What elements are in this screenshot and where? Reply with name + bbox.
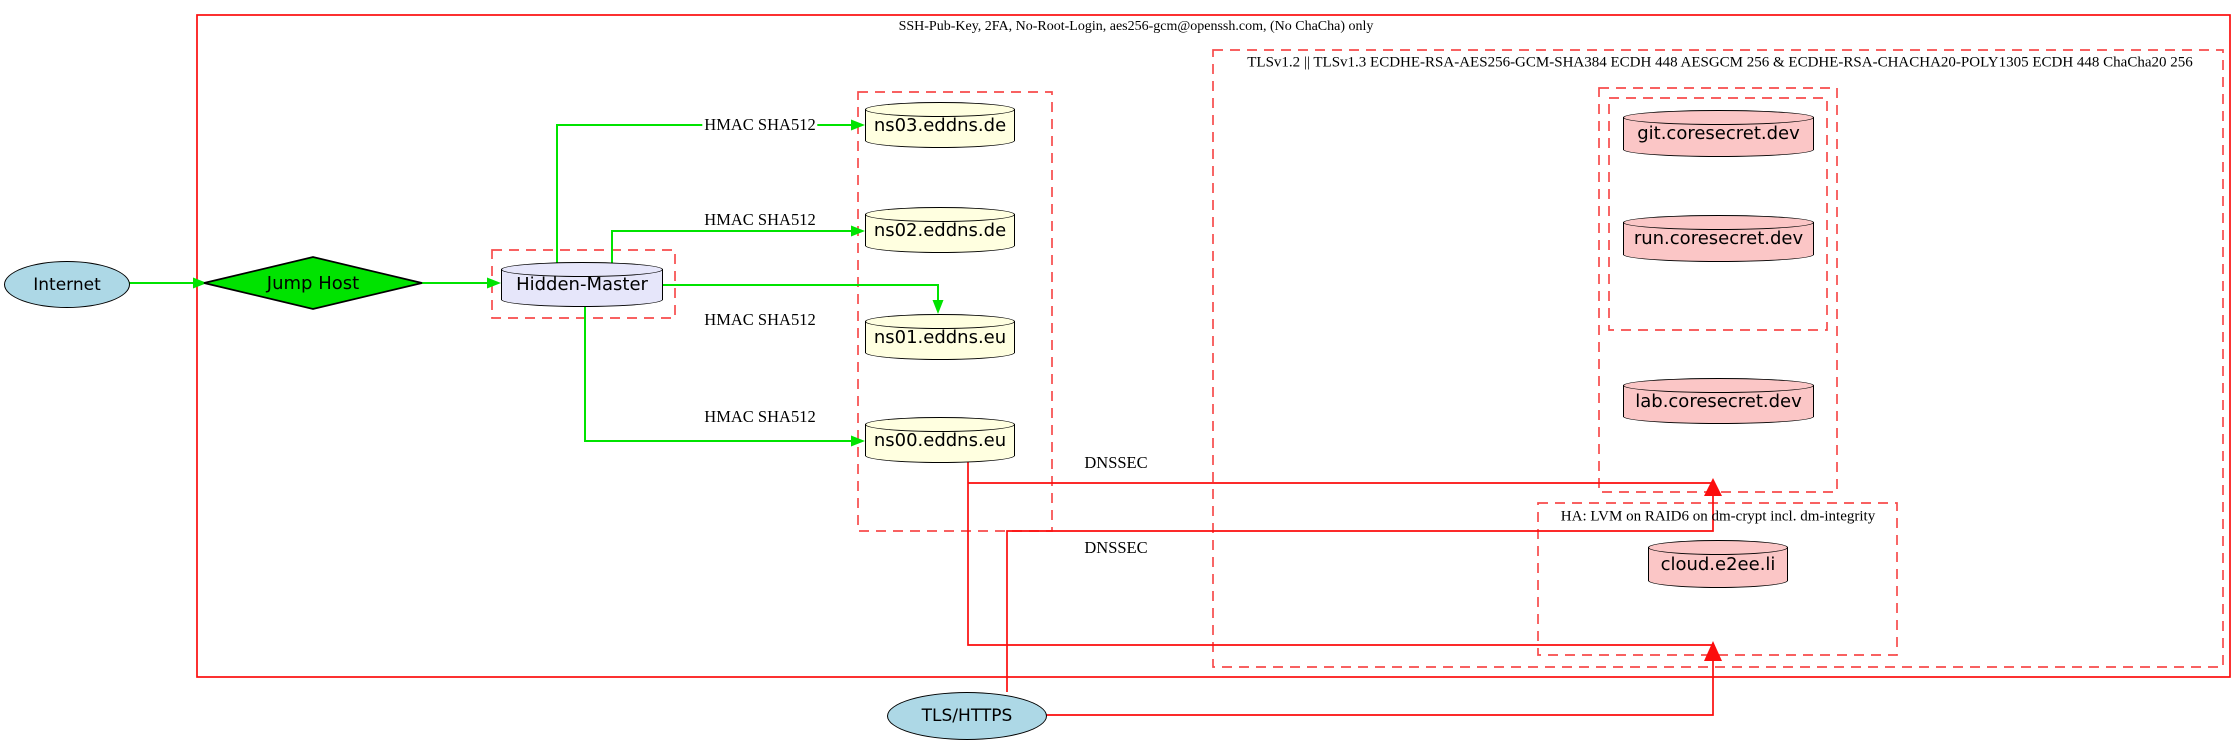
hidden-master-node: Hidden-Master bbox=[501, 262, 663, 307]
edge-label-dnssec-2: DNSSEC bbox=[1082, 537, 1150, 557]
jump-host-label: Jump Host bbox=[266, 273, 360, 294]
git-coresecret-node: git.coresecret.dev bbox=[1623, 110, 1814, 157]
ns03-label: ns03.eddns.de bbox=[873, 114, 1007, 136]
ns02-node: ns02.eddns.de bbox=[865, 207, 1015, 253]
internet-label: Internet bbox=[33, 274, 101, 295]
ns01-label: ns01.eddns.eu bbox=[873, 326, 1007, 348]
cloud-e2ee-node: cloud.e2ee.li bbox=[1648, 540, 1788, 588]
arrowhead-ns03 bbox=[851, 119, 865, 131]
arrowhead-jumphost bbox=[193, 277, 207, 289]
ssh-cluster-label: SSH-Pub-Key, 2FA, No-Root-Login, aes256-… bbox=[898, 19, 1374, 34]
run-coresecret-label: run.coresecret.dev bbox=[1633, 228, 1804, 249]
arrowhead-hiddenmaster bbox=[487, 277, 501, 289]
nameserver-cluster-border bbox=[857, 91, 1053, 532]
arrowhead-ha-cluster bbox=[1704, 641, 1722, 661]
edge-hiddenmaster-ns01 bbox=[663, 284, 939, 300]
run-coresecret-node: run.coresecret.dev bbox=[1623, 215, 1814, 262]
edge-label-dnssec-1: DNSSEC bbox=[1082, 452, 1150, 472]
edge-hiddenmaster-ns02 bbox=[611, 230, 851, 264]
ssh-cluster-border bbox=[196, 14, 2231, 678]
tls-cluster-border bbox=[1212, 49, 2224, 668]
ha-cluster-border bbox=[1537, 502, 1898, 656]
coresecret-outer-cluster-border bbox=[1598, 87, 1838, 493]
ns03-node: ns03.eddns.de bbox=[865, 102, 1015, 148]
arrowhead-ns00 bbox=[851, 435, 865, 447]
edge-label-hmac-ns00: HMAC SHA512 bbox=[702, 406, 818, 426]
coresecret-inner-cluster-border bbox=[1608, 97, 1828, 331]
ns00-label: ns00.eddns.eu bbox=[873, 429, 1007, 451]
edge-tlshttps-coresecret-cluster bbox=[1006, 496, 1714, 692]
edge-label-hmac-ns02: HMAC SHA512 bbox=[702, 209, 818, 229]
ha-cluster-label: HA: LVM on RAID6 on dm-crypt incl. dm-in… bbox=[1560, 508, 1876, 525]
edge-ns00-ha-cluster bbox=[967, 461, 1714, 661]
edge-label-hmac-ns01: HMAC SHA512 bbox=[702, 309, 818, 329]
ns01-node: ns01.eddns.eu bbox=[865, 314, 1015, 360]
ns00-node: ns00.eddns.eu bbox=[865, 417, 1015, 463]
hidden-master-label: Hidden-Master bbox=[516, 274, 648, 295]
edge-tlshttps-ha-cluster bbox=[1045, 661, 1714, 716]
git-coresecret-label: git.coresecret.dev bbox=[1637, 123, 1800, 144]
lab-coresecret-label: lab.coresecret.dev bbox=[1635, 390, 1802, 412]
arrowhead-ns01 bbox=[932, 300, 944, 314]
edge-hiddenmaster-ns00 bbox=[584, 306, 851, 442]
lab-coresecret-node: lab.coresecret.dev bbox=[1623, 378, 1814, 424]
jump-host-diamond bbox=[203, 256, 423, 310]
ns02-label: ns02.eddns.de bbox=[873, 219, 1007, 241]
arrowhead-ns02 bbox=[851, 225, 865, 237]
edge-ns00-coresecret-cluster bbox=[968, 482, 1714, 496]
edge-hiddenmaster-ns03 bbox=[556, 124, 851, 264]
cloud-e2ee-label: cloud.e2ee.li bbox=[1660, 553, 1776, 575]
edge-label-hmac-ns03: HMAC SHA512 bbox=[702, 114, 818, 134]
arrowhead-coresecret-cluster bbox=[1704, 478, 1722, 496]
tls-https-label: TLS/HTTPS bbox=[921, 706, 1013, 726]
tls-cluster-label: TLSv1.2 || TLSv1.3 ECDHE-RSA-AES256-GCM-… bbox=[1247, 54, 2193, 71]
internet-node: Internet bbox=[4, 261, 130, 308]
tls-https-node: TLS/HTTPS bbox=[887, 692, 1047, 740]
